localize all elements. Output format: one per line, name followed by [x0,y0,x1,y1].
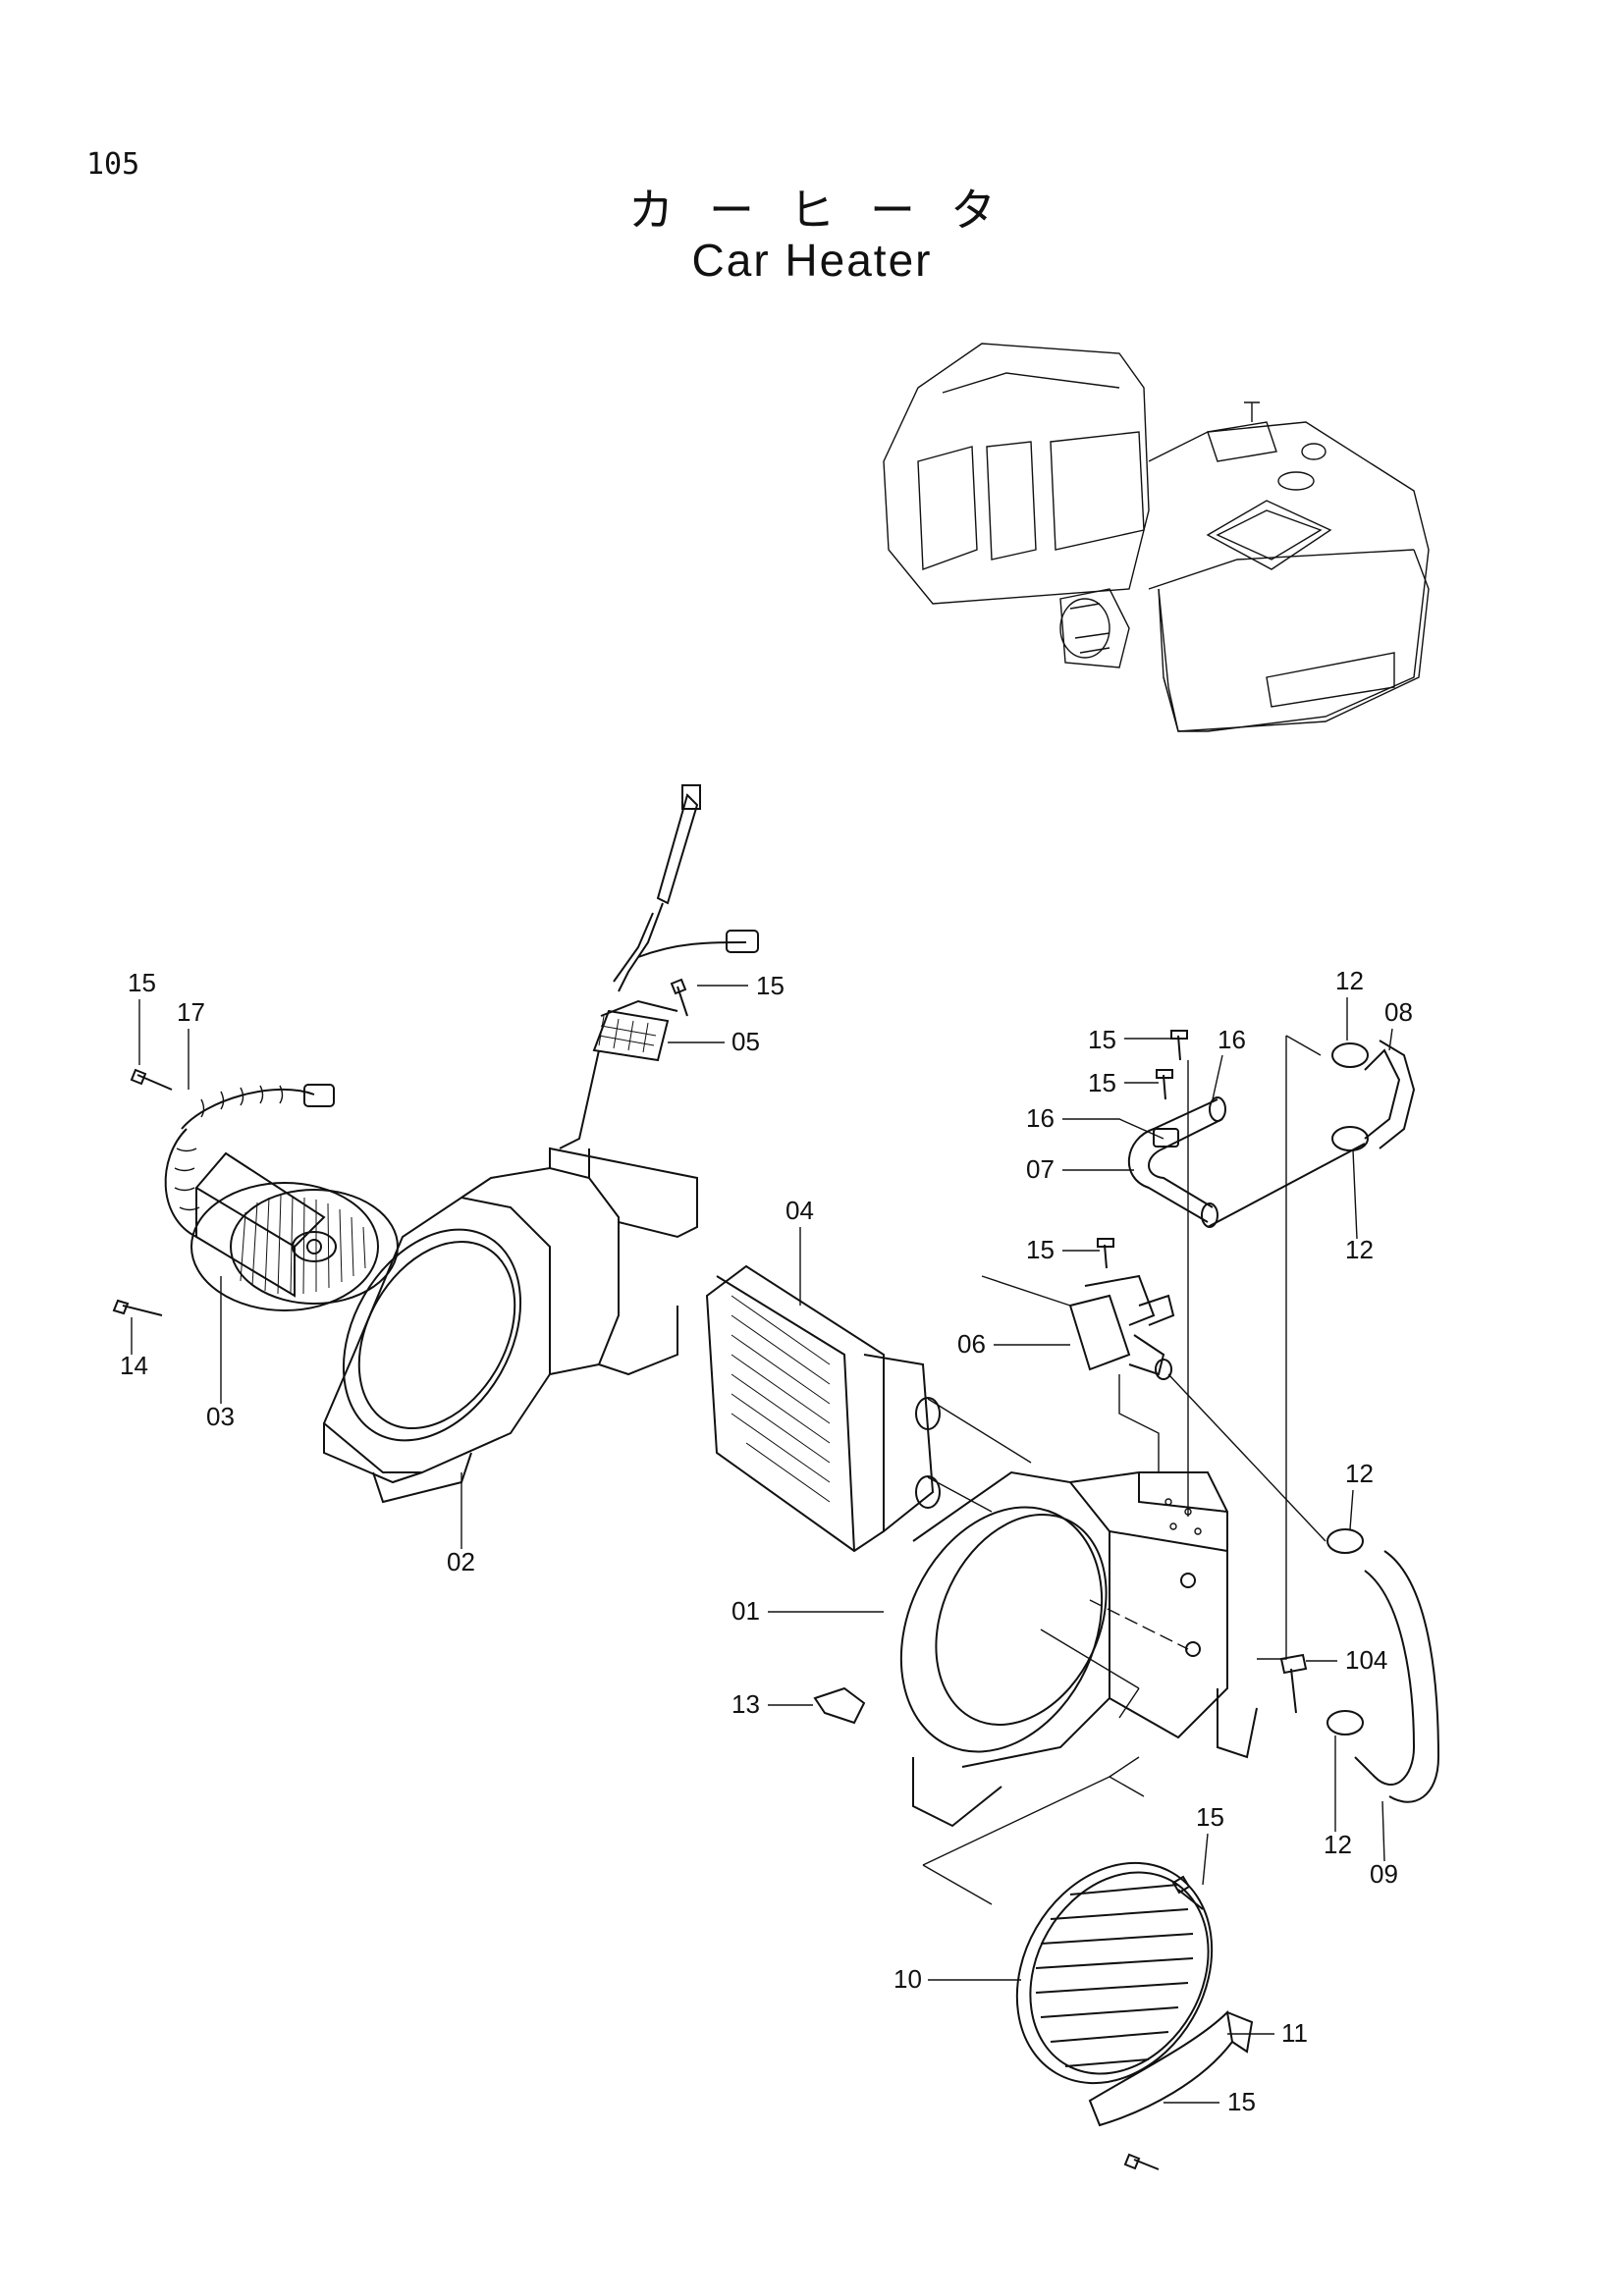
grille-10 [1015,1861,1214,2085]
page-number: 105 [86,147,140,182]
bolt-icon [112,978,1308,2170]
cover-11 [1088,2009,1254,2127]
callout: 15 [128,968,156,997]
callout: 17 [177,997,205,1027]
callout: 13 [731,1689,760,1719]
callout: 01 [731,1596,760,1626]
callout: 12 [1324,1830,1352,1859]
callout: 15 [1196,1802,1224,1832]
title-japanese: カーヒータ [628,184,1031,237]
excavator-overview [883,343,1430,732]
callout: 09 [1370,1859,1398,1889]
hose-08 [1207,1040,1416,1228]
harness-sensor-05 [559,784,759,1149]
pipe-07 [1127,1096,1226,1228]
callout: 08 [1384,997,1413,1027]
callout: 06 [957,1329,986,1359]
callout: 07 [1026,1154,1055,1184]
hose-clamp-12 [1326,1042,1369,1735]
guide-lines [922,1035,1322,1905]
callout: 15 [1227,2087,1256,2116]
callout: 104 [1345,1645,1387,1675]
hose-09 [1354,1550,1440,1803]
blower-motor-03 [164,1084,399,1311]
callout: 12 [1335,966,1364,995]
bracket-13 [813,1686,866,1725]
callout: 16 [1026,1103,1055,1133]
callout: 16 [1218,1025,1246,1054]
title-english: Car Heater [691,235,933,286]
callout: 12 [1345,1235,1374,1264]
callout: 15 [1088,1025,1116,1054]
heater-housing-01 [899,1470,1258,1828]
callout: 15 [756,971,785,1000]
callout: 10 [893,1964,922,1994]
callout: 02 [447,1547,475,1576]
callout: 04 [785,1196,814,1225]
callout: 14 [120,1351,148,1380]
callout: 15 [1088,1068,1116,1097]
callout: 05 [731,1027,760,1056]
callout: 12 [1345,1459,1374,1488]
callout: 11 [1281,2018,1308,2048]
callout: 15 [1026,1235,1055,1264]
callout: 03 [206,1402,235,1431]
water-valve-06 [1068,1274,1326,1542]
heater-core-04 [705,1264,1032,1553]
heater-housing-02 [322,1147,698,1504]
callout-labels: 15 17 14 03 02 05 15 04 15 16 15 16 07 1… [120,966,1413,2116]
